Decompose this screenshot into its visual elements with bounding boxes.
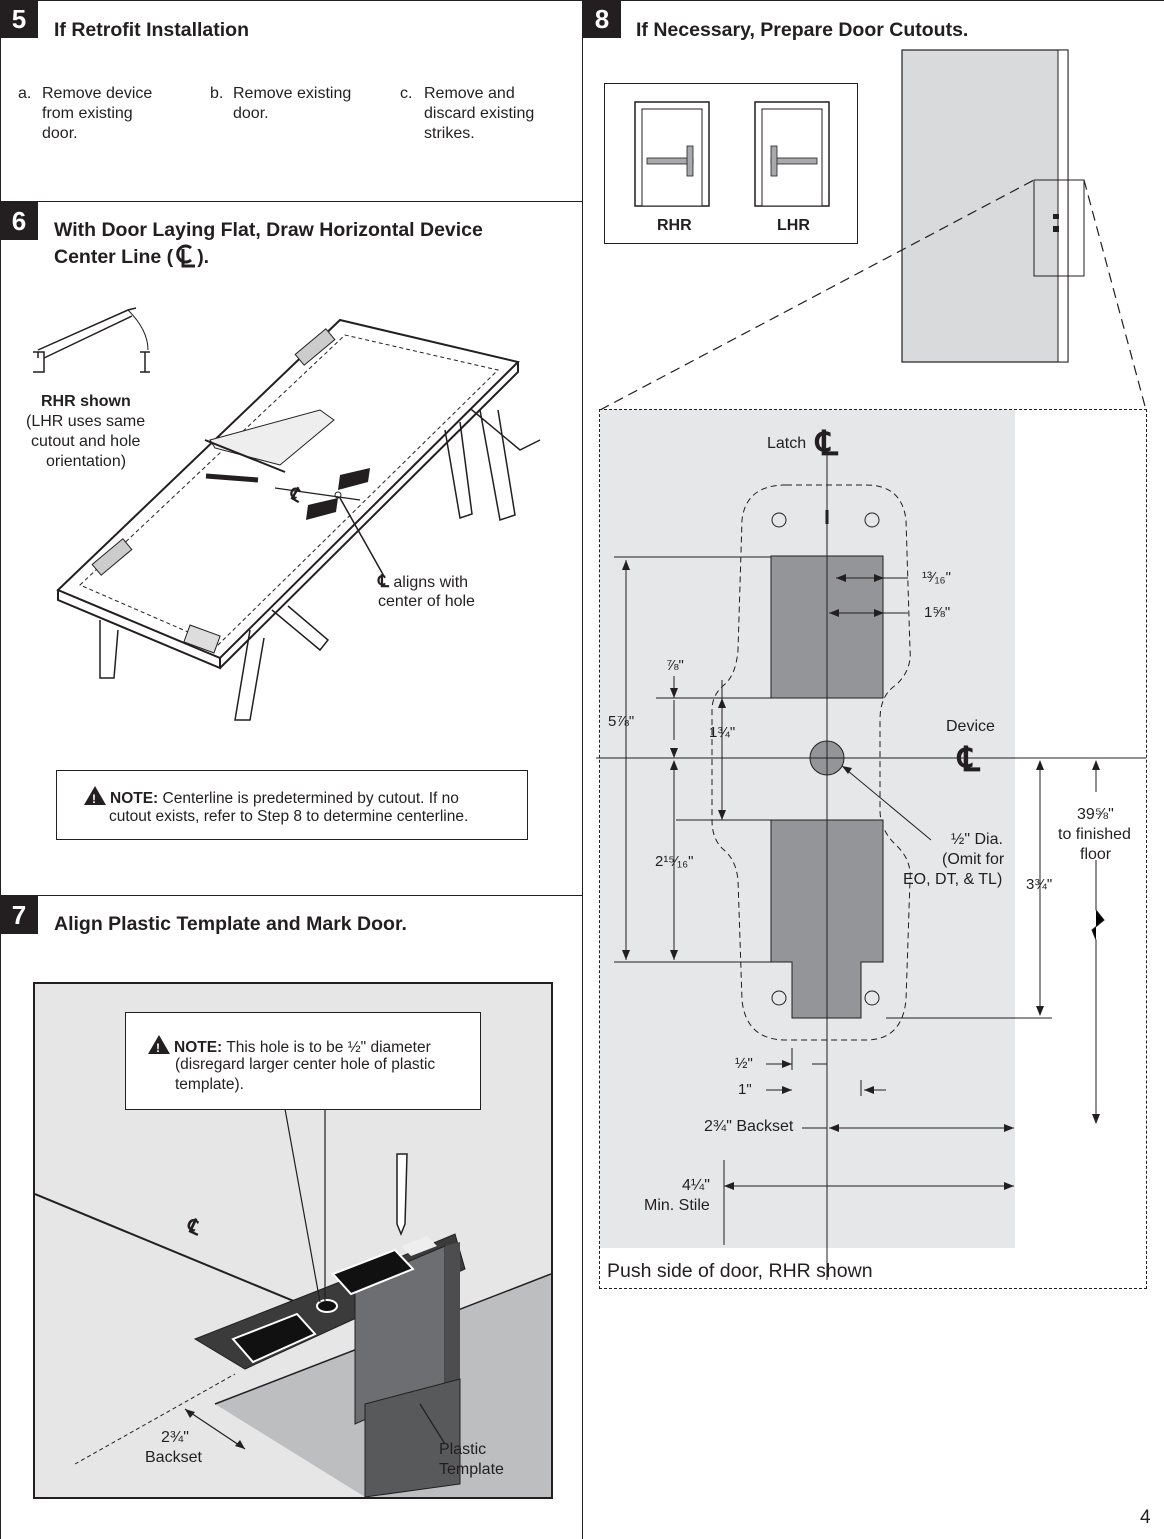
step-6-number: 6 [0, 202, 38, 240]
align-callout-line1: aligns with [393, 574, 469, 591]
dim-1-3-4: 1¾" [709, 724, 736, 741]
cutout-template-diagram [596, 450, 1146, 1280]
note-line1: This hole is to be ½" diameter [226, 1039, 431, 1056]
hole-label-line2: (Omit for [942, 851, 1005, 868]
item-mark: b. [210, 85, 224, 102]
note-label: NOTE: [110, 790, 159, 807]
note-line1: Centerline is predetermined by cutout. I… [162, 790, 459, 807]
step-7-title: Align Plastic Template and Mark Door. [54, 913, 407, 935]
item-text: door. [42, 125, 78, 142]
title-text: ). [197, 246, 210, 268]
door-on-sawhorses-illustration: ℄ [56, 318, 541, 721]
device-label: Device [946, 718, 995, 735]
panel-caption: Push side of door, RHR shown [607, 1260, 873, 1282]
rhr-note-line2: cutout and hole [31, 433, 141, 450]
item-text: discard existing [424, 105, 535, 122]
handing-box: RHR LHR [604, 83, 858, 244]
svg-text:℄: ℄ [183, 1214, 206, 1240]
divider-5-6 [0, 201, 582, 202]
plastic-template-label-line1: Plastic [439, 1441, 487, 1458]
min-stile-line1: 4¼" [682, 1177, 710, 1194]
page-border-left [0, 0, 1, 1539]
step-5-title: If Retrofit Installation [54, 19, 249, 41]
step-6-title-line2: Center Line (). [54, 243, 209, 270]
item-mark: a. [18, 85, 32, 102]
backset-dimension-value: 2¾" [161, 1429, 189, 1446]
item-text: Remove device [42, 85, 153, 102]
floor-dimension-line1: 39⅝" [1077, 806, 1114, 823]
item-text: from existing [42, 105, 133, 122]
note-line3: template). [175, 1076, 244, 1093]
item-text: strikes. [424, 125, 475, 142]
backset-dimension-label: Backset [145, 1449, 202, 1466]
hole-label-line1: ½" Dia. [951, 831, 1003, 848]
dim-3-3-4: 3¾" [1026, 876, 1053, 893]
step-7-note-box: !NOTE: This hole is to be ½" diameter (d… [125, 1012, 481, 1110]
floor-dimension-line3: floor [1080, 846, 1112, 863]
column-divider [582, 0, 583, 1539]
template-on-door-illustration: ℄ [35, 1108, 551, 1497]
rhr-label: RHR [657, 217, 692, 234]
latch-label: Latch [767, 435, 807, 452]
dim-5-7-8: 5⅞" [608, 713, 635, 730]
note-line2: (disregard larger center hole of plastic [175, 1056, 436, 1073]
door-swing-icon [33, 307, 150, 373]
rhr-note-line3: orientation) [46, 453, 127, 470]
dim-13-16: ¹³⁄₁₆" [922, 569, 951, 586]
divider-6-7 [0, 895, 582, 896]
dim-1-inch: 1" [738, 1081, 752, 1098]
step-7-number: 7 [0, 896, 38, 934]
step-6-title-line1: With Door Laying Flat, Draw Horizontal D… [54, 219, 483, 241]
page-number: 4 [1140, 1507, 1151, 1528]
dim-2-15-16: 2¹⁵⁄₁₆" [655, 853, 694, 870]
floor-dimension-line2: to finished [1058, 826, 1131, 843]
warning-icon: ! [84, 786, 106, 806]
align-callout-line2: center of hole [378, 593, 475, 610]
rhr-door-icon [634, 101, 710, 207]
min-stile-line2: Min. Stile [644, 1197, 710, 1214]
lhr-door-icon [754, 101, 830, 207]
dim-half-inch: ½" [735, 1055, 753, 1072]
step-7-note-content: !NOTE: This hole is to be ½" diameter [148, 1035, 431, 1058]
centerline-symbol-icon: ℄ [378, 572, 389, 591]
device-centerline-symbol-icon: ℄ [958, 741, 980, 779]
step-6-note-content: !NOTE: Centerline is predetermined by cu… [84, 786, 459, 809]
step-6-note-box: !NOTE: Centerline is predetermined by cu… [56, 770, 528, 840]
dim-1-5-8: 1⅝" [924, 604, 951, 621]
note-label: NOTE: [174, 1039, 223, 1056]
step-8-title: If Necessary, Prepare Door Cutouts. [636, 19, 969, 41]
align-callout: ℄ aligns with [378, 572, 468, 593]
warning-icon: ! [148, 1035, 170, 1055]
rhr-note-line1: (LHR uses same [26, 413, 146, 430]
item-text: Remove and [424, 85, 515, 102]
rhr-shown-label: RHR shown [41, 393, 131, 410]
door-elevation-illustration [599, 49, 1147, 411]
latch-centerline-symbol-icon: ℄ [816, 425, 838, 463]
item-mark: c. [400, 85, 413, 102]
note-line2: cutout exists, refer to Step 8 to determ… [109, 808, 469, 825]
step-8-number: 8 [583, 0, 621, 38]
item-text: door. [233, 105, 269, 122]
step-7-illustration-frame: ℄ !NOTE: This hole i [33, 982, 553, 1499]
title-text: Center Line ( [54, 246, 174, 268]
dim-7-8: ⅞" [666, 657, 684, 674]
backset-dimension: 2¾" Backset [704, 1118, 794, 1135]
plastic-template-label-line2: Template [439, 1461, 504, 1478]
step-5-number: 5 [0, 0, 38, 38]
item-text: Remove existing [233, 85, 352, 102]
hole-label-line3: EO, DT, & TL) [903, 871, 1003, 888]
lhr-label: LHR [777, 217, 810, 234]
centerline-symbol-icon [176, 244, 196, 268]
